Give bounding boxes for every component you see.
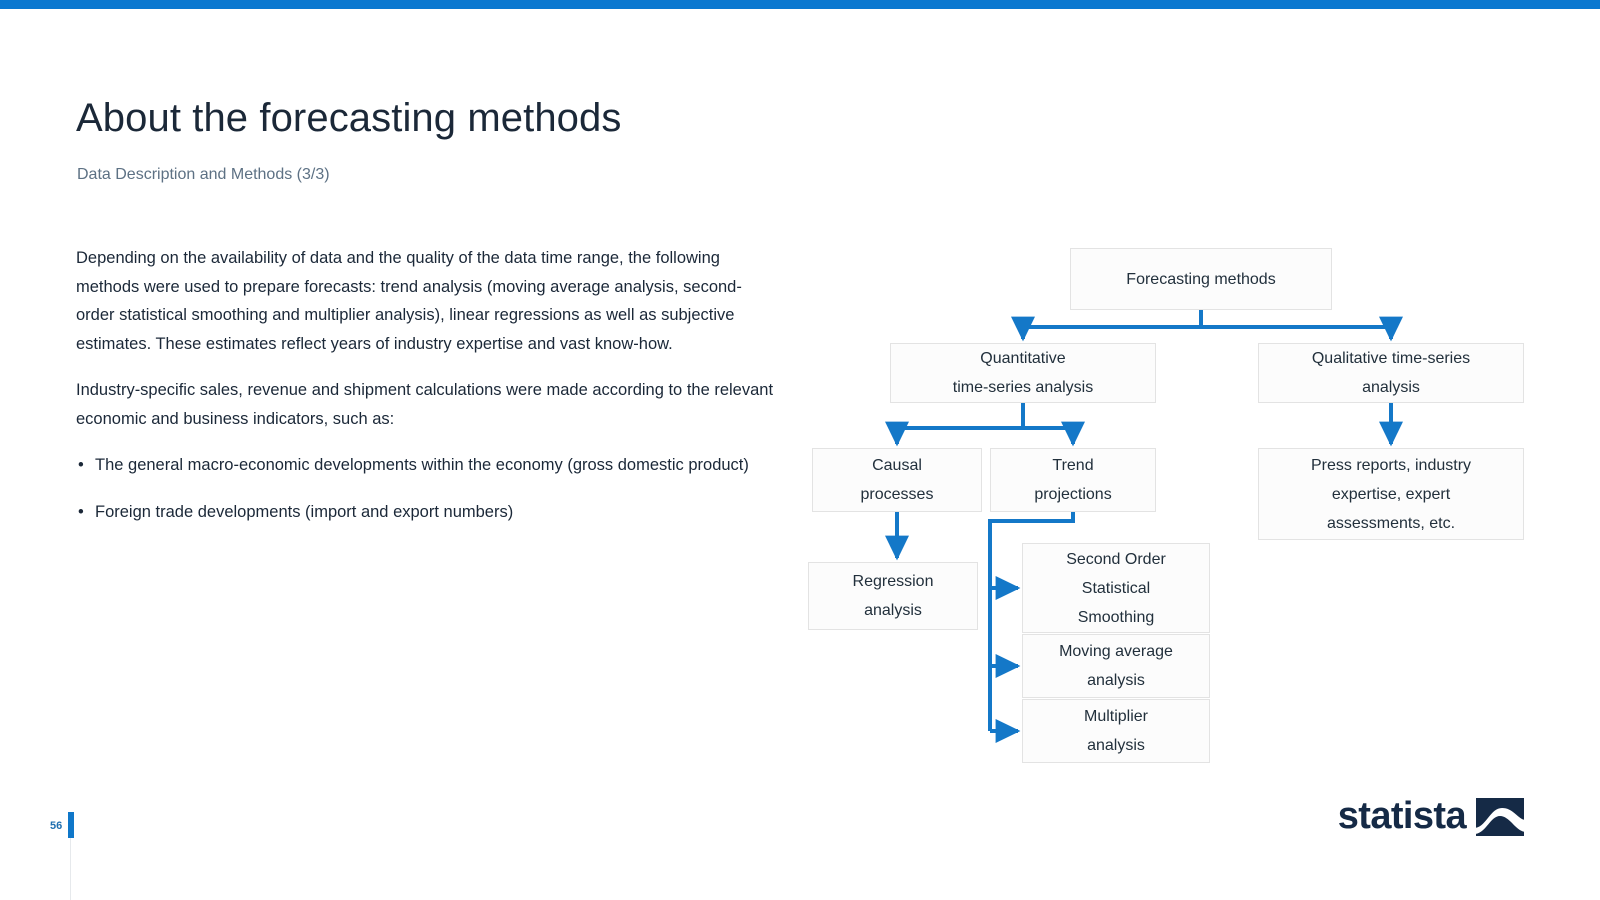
page-subtitle: Data Description and Methods (3/3) — [77, 166, 330, 183]
page-title: About the forecasting methods — [76, 96, 622, 140]
bullet-glyph: • — [78, 502, 84, 521]
page-number-tick — [68, 812, 74, 838]
logo-wordmark: statista — [1337, 795, 1467, 837]
list-item: • Foreign trade developments (import and … — [76, 498, 776, 527]
footer-rule — [70, 838, 71, 900]
bullet-glyph: • — [78, 456, 84, 474]
top-accent-bar — [0, 0, 1600, 9]
list-item-label: The general macro-economic developments … — [95, 456, 749, 474]
diagram-node-root[interactable]: Forecasting methods — [1070, 248, 1332, 310]
body-paragraph-1: Depending on the availability of data an… — [76, 249, 742, 353]
diagram-node-label: Forecasting methods — [1126, 270, 1276, 288]
page-number: 56 — [50, 820, 63, 832]
body-copy: Depending on the availability of data an… — [76, 244, 776, 544]
statista-logo: statista — [1338, 795, 1524, 838]
body-paragraph-2: Industry-specific sales, revenue and shi… — [76, 381, 774, 428]
statista-logo-mark — [1476, 797, 1524, 836]
list-item-label: Foreign trade developments (import and e… — [95, 502, 514, 521]
body-bullet-list: • The general macro-economic developments… — [76, 451, 776, 526]
list-item: • The general macro-economic developments… — [76, 451, 776, 480]
